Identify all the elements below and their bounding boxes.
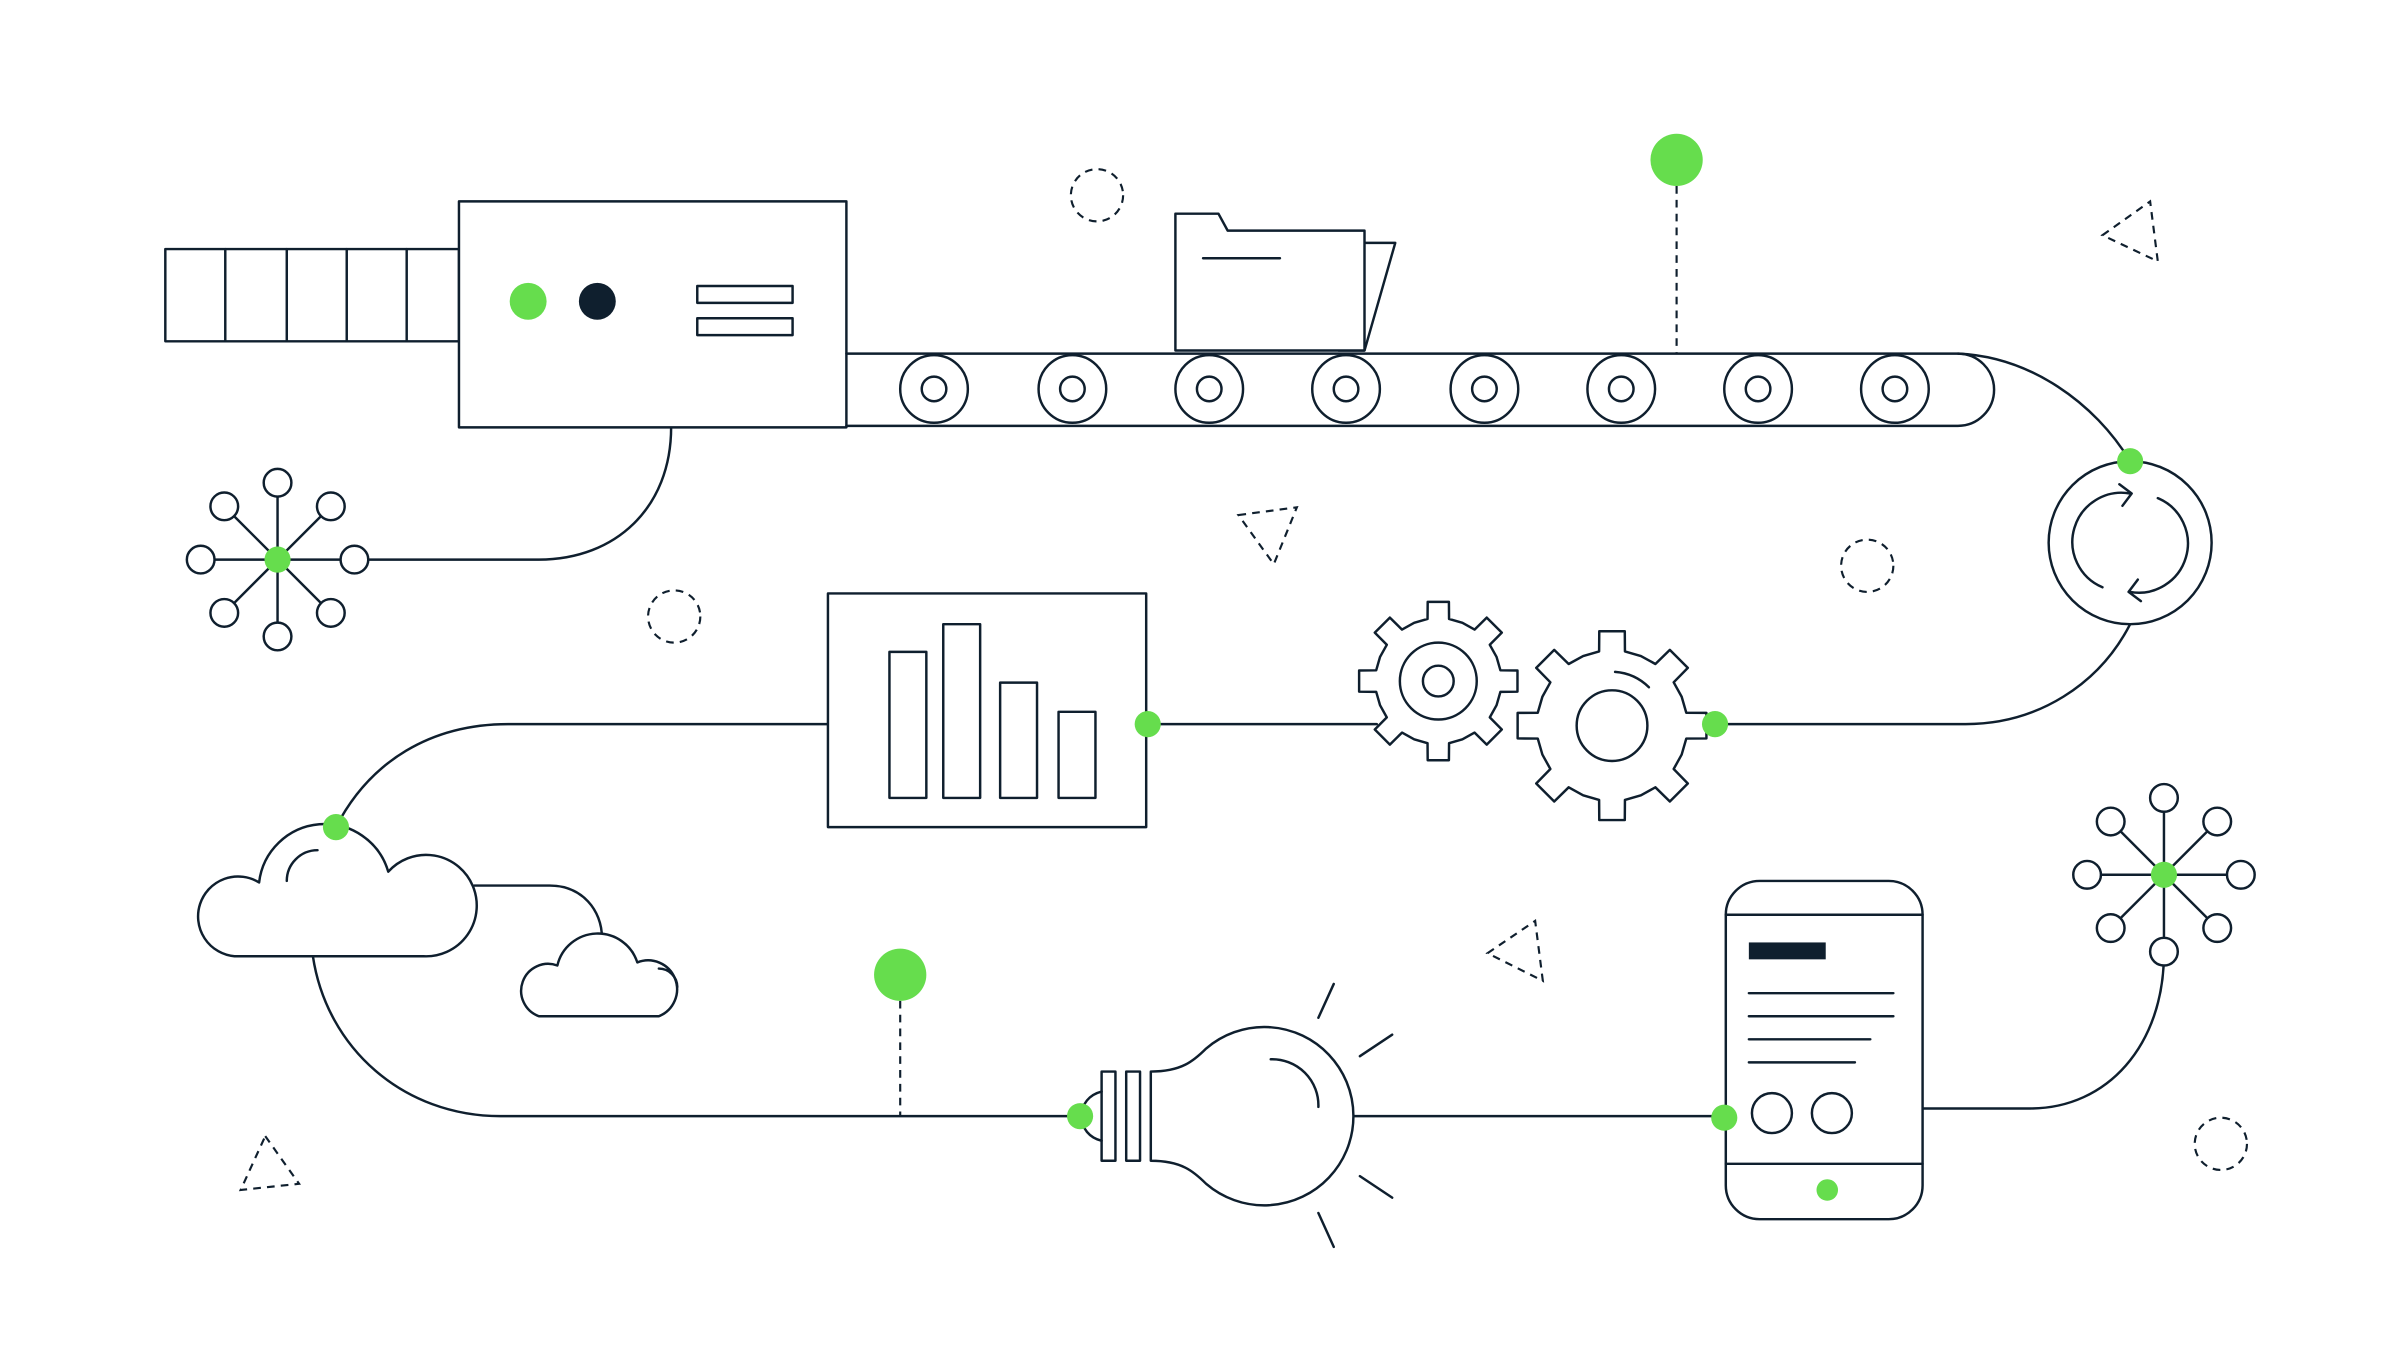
- connector-conveyor-to-refresh: [1956, 352, 2132, 463]
- lightbulb-icon: [1080, 982, 1394, 1249]
- refresh-icon: [2047, 448, 2213, 626]
- network-node: [209, 491, 240, 522]
- network-node: [209, 597, 240, 628]
- network-node: [2072, 859, 2103, 890]
- node-dot: [1711, 1104, 1738, 1131]
- connector-chart-to-cloud: [334, 722, 830, 829]
- chart-bar: [888, 650, 928, 800]
- roller-axle: [1470, 375, 1498, 403]
- roller-axle: [920, 375, 948, 403]
- network-node: [339, 544, 370, 575]
- network-node: [2148, 782, 2180, 813]
- roller-axle: [1607, 375, 1635, 403]
- dashed-triangle: [1485, 919, 1545, 983]
- status-light-dark: [578, 282, 616, 320]
- network-center-dot: [264, 546, 291, 573]
- connector-cloud-to-bulb: [311, 955, 1082, 1118]
- network-node: [2148, 936, 2180, 967]
- smartphone-icon: [1724, 879, 1924, 1221]
- network-center-dot: [2150, 861, 2178, 888]
- network-node: [2202, 806, 2233, 837]
- network-node: [2095, 806, 2126, 837]
- network-hub-icon: [2072, 782, 2256, 967]
- dashed-triangle: [238, 1134, 302, 1192]
- connector-cloud-to-small-cloud: [473, 884, 604, 940]
- network-node: [262, 621, 293, 652]
- gears-group: [1357, 600, 1708, 822]
- roller-axle: [1332, 375, 1360, 403]
- network-node: [262, 467, 293, 498]
- roller-axle: [1881, 375, 1909, 403]
- map-pin-icon: [874, 948, 927, 1117]
- dashed-circle: [2193, 1116, 2249, 1172]
- dashed-circle: [1840, 538, 1895, 593]
- network-hub-icon: [185, 467, 370, 652]
- roller-axle: [1195, 375, 1223, 403]
- network-node: [2202, 912, 2233, 944]
- network-node: [2225, 859, 2256, 890]
- network-node: [2095, 912, 2126, 944]
- conveyor-belt: [845, 352, 1996, 428]
- map-pin-icon: [1650, 133, 1703, 354]
- node-dot: [1067, 1103, 1094, 1130]
- node-dot: [322, 814, 350, 841]
- cloud-icon: [196, 822, 679, 1018]
- network-node: [185, 544, 216, 575]
- conveyor-machine-icon: [164, 200, 848, 429]
- dashed-circle: [1069, 168, 1125, 223]
- node-dot: [1134, 711, 1161, 738]
- chart-bar: [998, 681, 1039, 800]
- bar-chart-icon: [826, 592, 1148, 829]
- folder-icon: [1174, 212, 1397, 352]
- node-dot: [1701, 711, 1729, 738]
- chart-bar: [1057, 710, 1097, 800]
- network-node: [315, 597, 346, 628]
- dashed-triangle: [2100, 199, 2160, 264]
- network-node: [315, 491, 346, 522]
- dashed-circle: [646, 589, 702, 644]
- connector-refresh-to-gears: [1706, 622, 2132, 726]
- chart-bar: [942, 622, 982, 800]
- flow-connectors: [311, 352, 2166, 1118]
- status-light-green: [509, 282, 547, 320]
- connector-phone-to-network: [1921, 951, 2166, 1110]
- dashed-triangle: [1236, 506, 1299, 567]
- connector-machine-to-network: [353, 426, 673, 561]
- roller-axle: [1744, 375, 1772, 403]
- roller-axle: [1058, 375, 1086, 403]
